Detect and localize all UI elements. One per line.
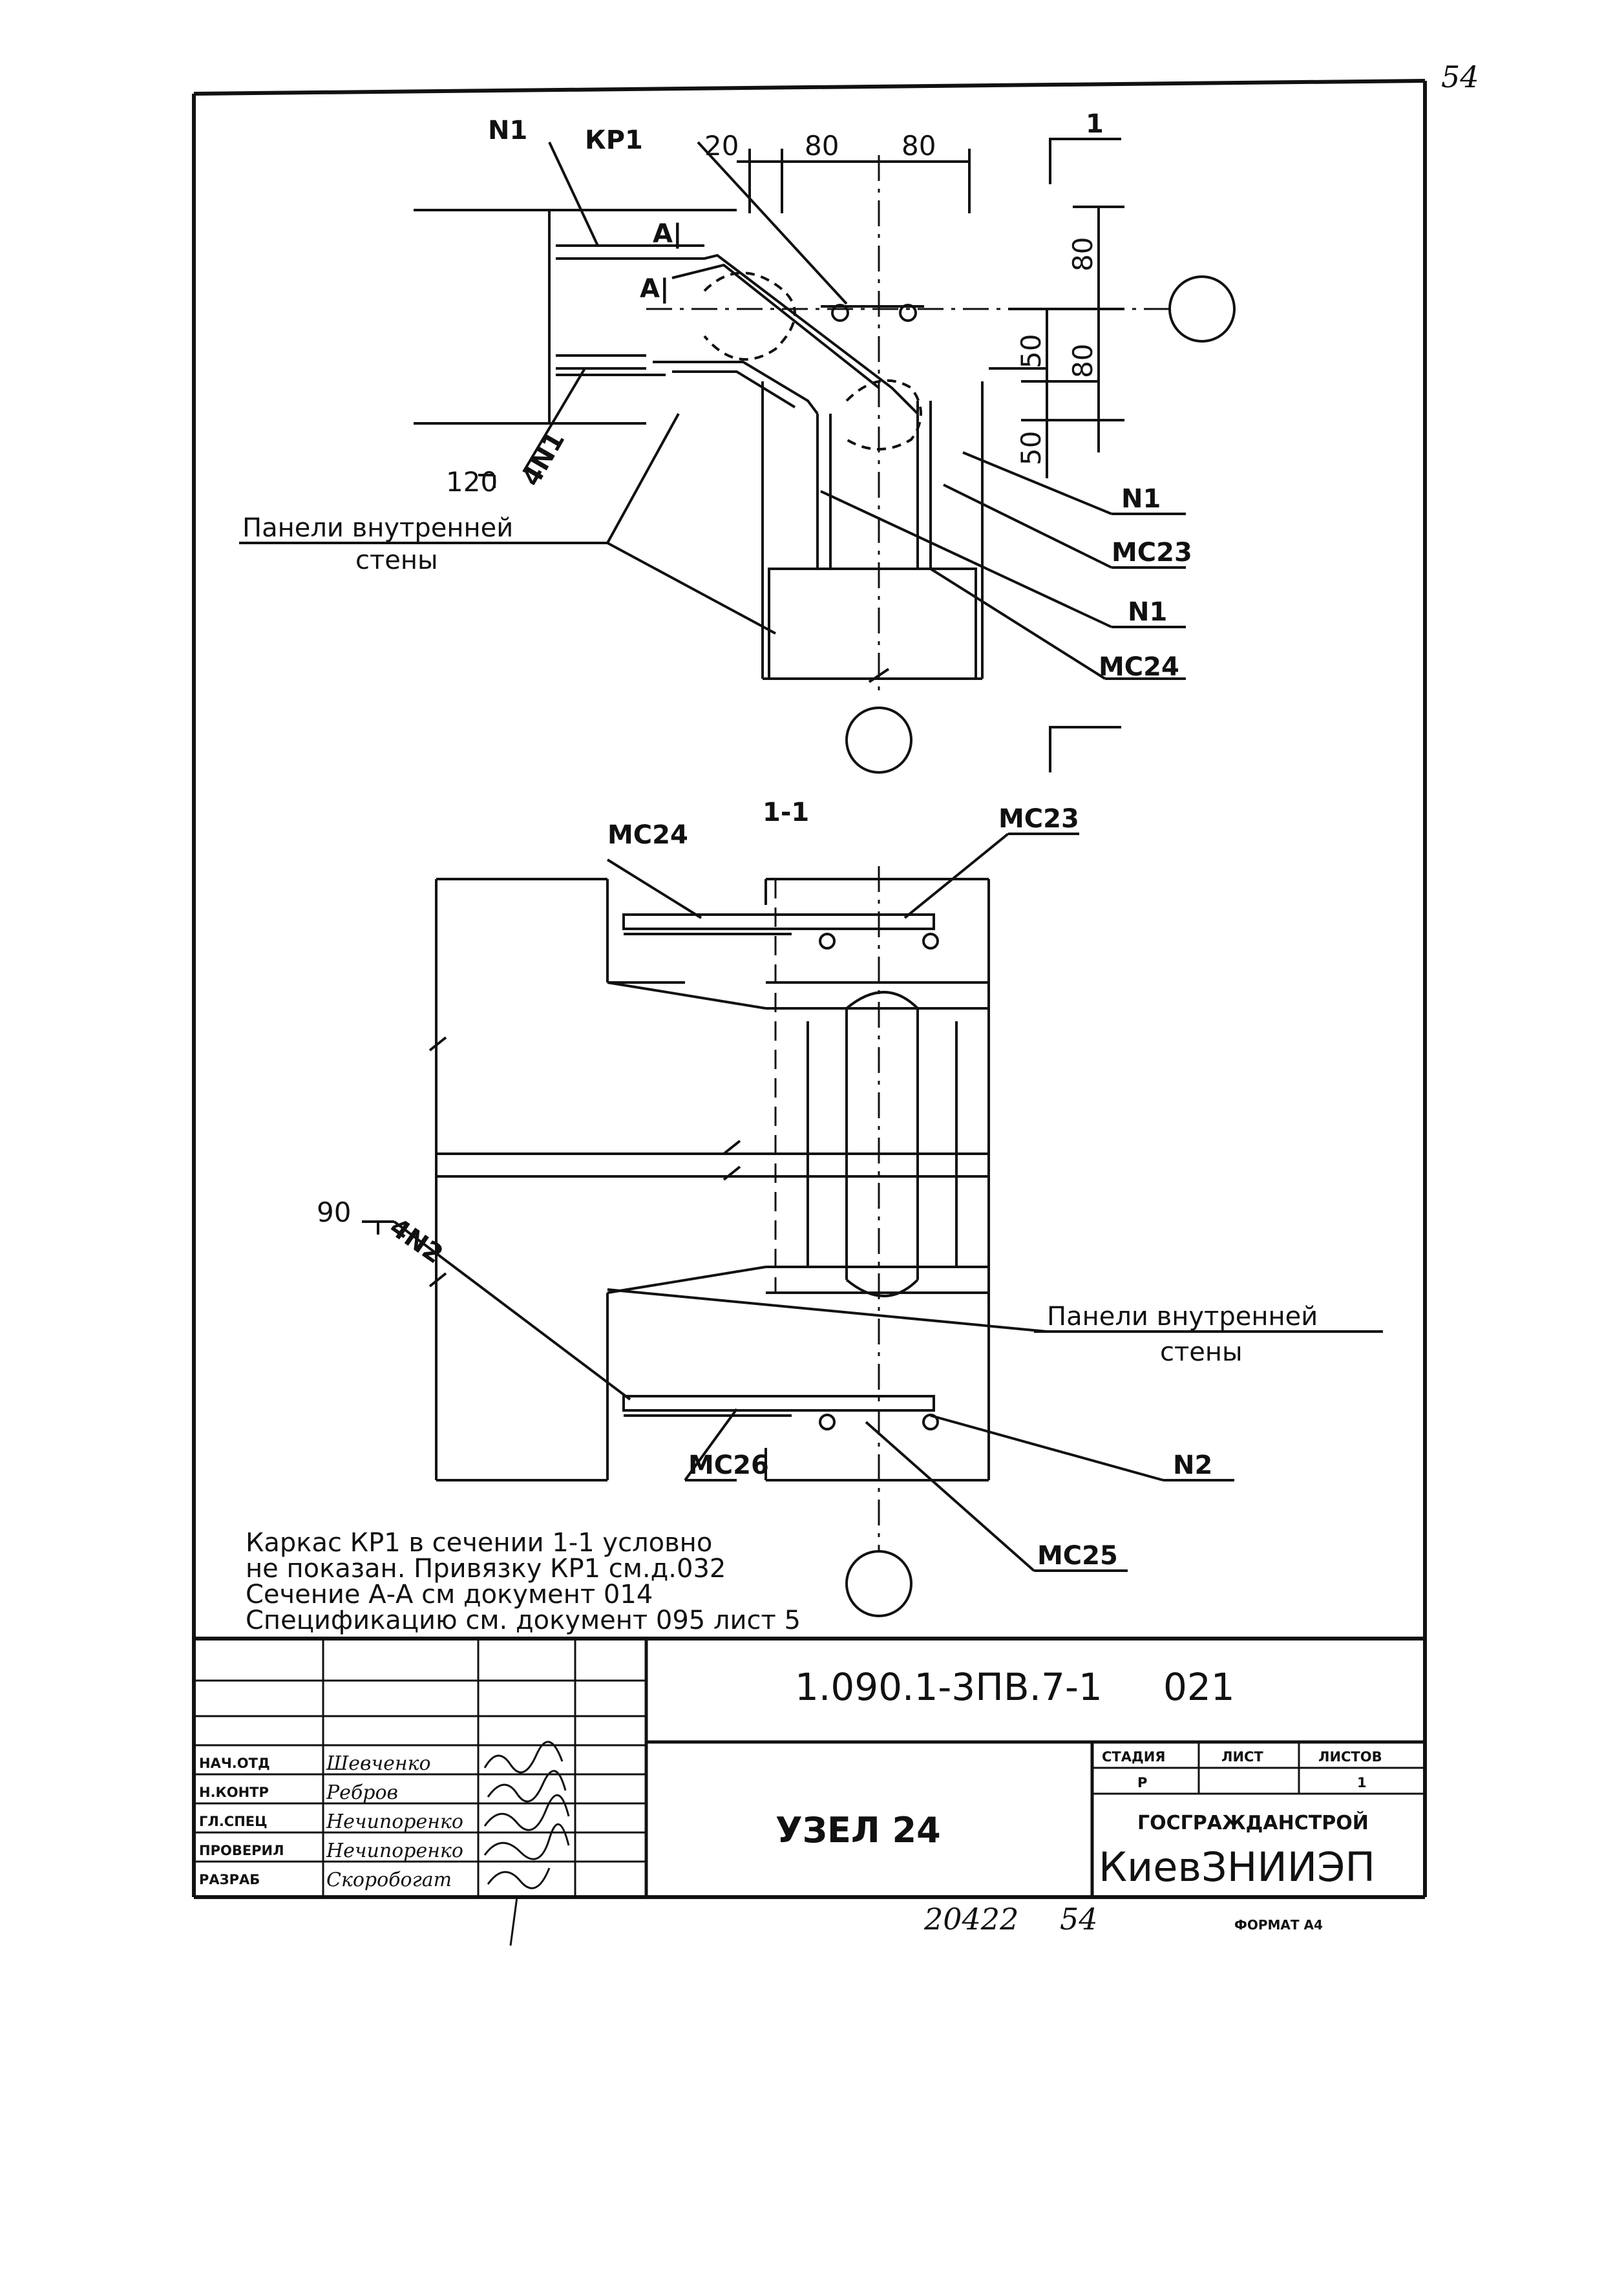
label-rebar-4n1: 4N1 xyxy=(516,427,571,491)
label-mc24-top: МС24 xyxy=(1099,652,1179,682)
org-line-1: ГОСГРАЖДАНСТРОЙ xyxy=(1137,1811,1369,1834)
label-n1-top: N1 xyxy=(488,116,527,145)
role-name: Скоробогат xyxy=(326,1869,452,1891)
document-code: 1.090.1-3ПВ.7-1 xyxy=(795,1665,1102,1709)
page-number-top: 54 xyxy=(1441,59,1479,94)
document-number: 021 xyxy=(1163,1665,1235,1709)
dim-v80-a: 80 xyxy=(1067,237,1099,271)
role-label: ГЛ.СПЕЦ xyxy=(199,1814,268,1829)
note-line-2: не показан. Привязку КР1 см.д.032 xyxy=(246,1554,726,1584)
label-n2: N2 xyxy=(1173,1450,1212,1480)
label-n1-right-1: N1 xyxy=(1121,484,1161,514)
title-block-roles: НАЧ.ОТД Шевченко Н.КОНТР Ребров ГЛ.СПЕЦ … xyxy=(199,1752,463,1891)
dim-v50-b: 50 xyxy=(1015,431,1047,465)
drawing-title: УЗЕЛ 24 xyxy=(775,1810,941,1851)
label-panels-top-2: стены xyxy=(355,546,438,575)
plan-view xyxy=(239,138,1236,774)
label-mc25: МС25 xyxy=(1037,1541,1118,1571)
label-mc26: МС26 xyxy=(688,1450,769,1480)
label-a1-lower: А| xyxy=(640,274,670,304)
signature-scribbles xyxy=(483,1741,570,1946)
label-panels-bottom-1: Панели внутренней xyxy=(1047,1302,1318,1332)
role-name: Шевченко xyxy=(326,1752,431,1775)
stage-value: Р xyxy=(1137,1775,1147,1790)
dim-v50-a: 50 xyxy=(1015,334,1047,368)
sheets-value: 1 xyxy=(1357,1775,1367,1790)
role-name: Нечипоренко xyxy=(326,1840,463,1862)
label-weld-120: 120 xyxy=(446,466,498,498)
label-kr1: КР1 xyxy=(585,125,643,155)
note-line-4: Спецификацию см. документ 095 лист 5 xyxy=(246,1606,801,1635)
note-line-3: Сечение А-А см документ 014 xyxy=(246,1580,653,1609)
dim-80-a: 80 xyxy=(805,130,839,162)
role-label: ПРОВЕРИЛ xyxy=(199,1843,284,1858)
label-panels-top-1: Панели внутренней xyxy=(242,513,513,543)
label-mc23-top: МС23 xyxy=(1112,538,1192,568)
notes: Каркас КР1 в сечении 1-1 условно не пока… xyxy=(246,1528,801,1635)
section-title: 1-1 xyxy=(763,798,809,827)
label-panels-bottom-2: стены xyxy=(1160,1337,1243,1367)
format-label: ФОРМАТ А4 xyxy=(1234,1917,1323,1933)
dim-20: 20 xyxy=(704,130,739,162)
org-line-2: КиевЗНИИЭП xyxy=(1099,1843,1375,1891)
role-name: Нечипоренко xyxy=(326,1810,463,1833)
label-mc23-section: МС23 xyxy=(998,804,1079,834)
note-line-1: Каркас КР1 в сечении 1-1 условно xyxy=(246,1528,712,1558)
sheet-header: ЛИСТ xyxy=(1221,1749,1263,1765)
label-a1-upper: А| xyxy=(653,219,682,250)
label-section-marker-top: 1 xyxy=(1086,109,1104,139)
role-label: НАЧ.ОТД xyxy=(199,1756,270,1771)
title-block xyxy=(194,1637,1425,1897)
label-n1-right-2: N1 xyxy=(1128,597,1167,627)
role-label: РАЗРАБ xyxy=(199,1872,260,1887)
sheets-header: ЛИСТОВ xyxy=(1318,1749,1382,1765)
footer-page: 54 xyxy=(1060,1902,1098,1937)
drawing-frame xyxy=(192,79,1427,1899)
role-name: Ребров xyxy=(326,1781,398,1804)
label-weld-90: 90 xyxy=(317,1196,351,1228)
stage-header: СТАДИЯ xyxy=(1102,1749,1165,1765)
dim-80-b: 80 xyxy=(902,130,936,162)
inventory-number: 20422 xyxy=(923,1902,1018,1937)
section-view xyxy=(362,833,1383,1617)
dim-v80-b: 80 xyxy=(1067,344,1099,378)
role-label: Н.КОНТР xyxy=(199,1785,269,1800)
label-mc24-section: МС24 xyxy=(607,820,688,850)
